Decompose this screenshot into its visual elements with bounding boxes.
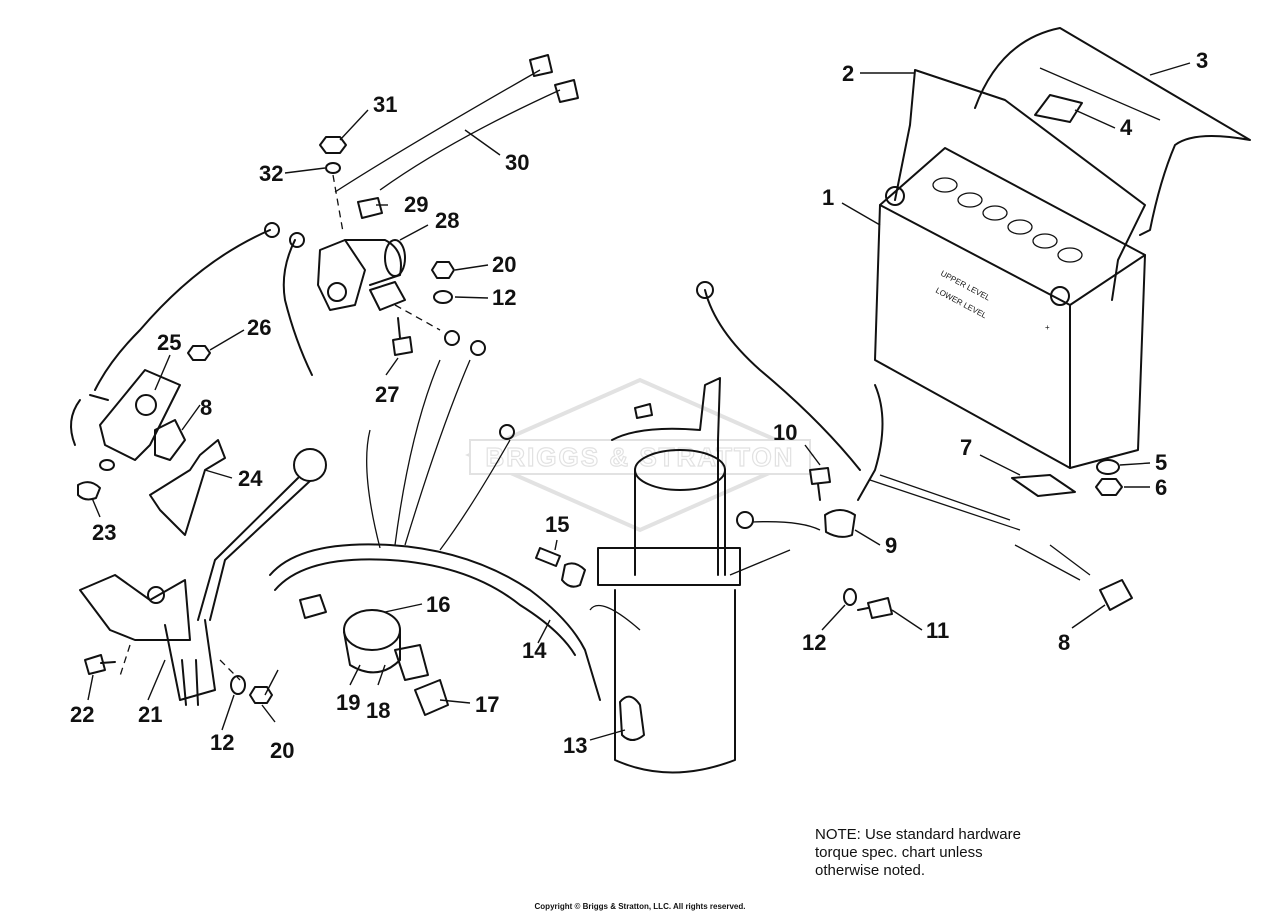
battery-plus: +: [1045, 323, 1050, 332]
torque-note: NOTE: Use standard hardware torque spec.…: [815, 826, 1075, 880]
callout-32: 32: [259, 161, 283, 186]
callout-25: 25: [157, 330, 181, 355]
callout-11: 11: [926, 618, 949, 643]
washer-12-right: [843, 588, 857, 606]
switch-bracket: [70, 369, 226, 536]
bolt-11: [857, 597, 893, 619]
battery-cable-negative: [704, 289, 861, 471]
callout-4: 4: [1120, 115, 1133, 140]
cable-terminal-ring: [696, 281, 714, 299]
callout-28: 28: [435, 208, 459, 233]
callout-22: 22: [70, 702, 94, 727]
hex-nut-6: [1095, 478, 1123, 496]
washer-32: [325, 162, 341, 174]
copyright-text: Copyright © Briggs & Stratton, LLC. All …: [534, 902, 746, 911]
screw-27: [392, 317, 413, 356]
starter-motor: [597, 377, 741, 774]
washer-12-top: [433, 290, 453, 304]
callout-8-left: 8: [200, 395, 212, 420]
leader-lines: [87, 62, 1191, 741]
battery-cover: [974, 27, 1251, 236]
callout-12-bottom: 12: [210, 730, 234, 755]
callout-3: 3: [1196, 48, 1208, 73]
callout-9: 9: [885, 533, 897, 558]
nut-31: [319, 136, 347, 154]
callout-18: 18: [366, 698, 390, 723]
callout-labels: 1 2 3 4 5 6 7 8 8 9 10 11 12 12 12 13 14…: [70, 48, 1208, 763]
screw-23: [77, 481, 101, 501]
wiring-harness: [269, 543, 601, 701]
callout-13: 13: [563, 733, 587, 758]
callout-16: 16: [426, 592, 450, 617]
callout-17: 17: [475, 692, 499, 717]
clamp-9: [824, 509, 856, 538]
switch-8-right: [1099, 579, 1133, 611]
lever-bracket: [79, 448, 327, 706]
callout-26: 26: [247, 315, 271, 340]
nut-20-bottom: [249, 686, 273, 704]
callout-12-right: 12: [802, 630, 826, 655]
callout-15: 15: [545, 512, 569, 537]
nut-5: [1096, 459, 1120, 475]
callout-27: 27: [375, 382, 399, 407]
wire-leads: [869, 474, 1021, 531]
battery-strap: [1034, 94, 1083, 123]
cable-solenoid-left: [94, 229, 271, 391]
note-line-2: torque spec. chart unless: [815, 844, 983, 861]
nut-26: [187, 345, 211, 361]
callout-10: 10: [773, 420, 797, 445]
callout-19: 19: [336, 690, 360, 715]
callout-8-right: 8: [1058, 630, 1070, 655]
connector-29: [357, 197, 383, 219]
wire-30: [334, 69, 561, 193]
note-line-1: NOTE: Use standard hardware: [815, 826, 1021, 843]
callout-12-top: 12: [492, 285, 516, 310]
battery: UPPER LEVEL LOWER LEVEL +: [874, 147, 1146, 469]
battery-cable-positive: [857, 384, 884, 501]
washer-12-bottom: [230, 675, 246, 695]
callout-6: 6: [1155, 475, 1167, 500]
callout-29: 29: [404, 192, 428, 217]
callout-5: 5: [1155, 450, 1167, 475]
callout-20-top: 20: [492, 252, 516, 277]
callout-24: 24: [238, 466, 263, 491]
callout-30: 30: [505, 150, 529, 175]
callout-23: 23: [92, 520, 116, 545]
callout-14: 14: [522, 638, 547, 663]
callout-31: 31: [373, 92, 397, 117]
fuse-15: [535, 547, 586, 588]
callout-7: 7: [960, 435, 972, 460]
watermark-text: BRIGGS & STRATTON: [486, 442, 795, 472]
bolt-10: [809, 467, 831, 501]
callout-2: 2: [842, 61, 854, 86]
callout-20-bottom: 20: [270, 738, 294, 763]
solenoid: [317, 239, 406, 311]
callout-21: 21: [138, 702, 162, 727]
callout-1: 1: [822, 185, 834, 210]
note-line-3: otherwise noted.: [815, 862, 926, 879]
bolt-22: [84, 654, 116, 675]
ignition-switch: [343, 609, 449, 716]
pad: [1011, 474, 1076, 497]
nut-20-top: [431, 261, 455, 279]
watermark-logo: BRIGGS & STRATTON: [465, 377, 815, 533]
